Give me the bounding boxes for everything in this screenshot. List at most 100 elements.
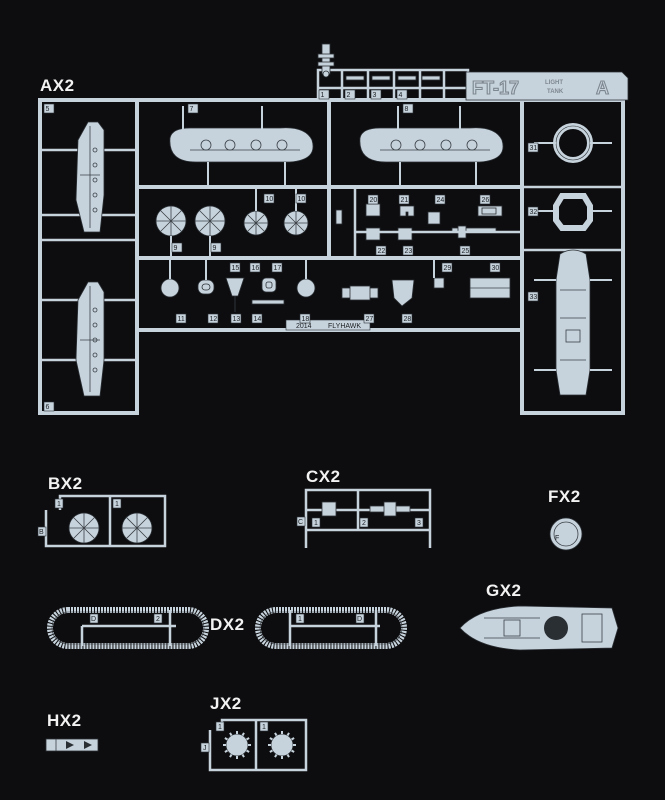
- part-number: 9: [213, 245, 217, 252]
- part-tag-box: [459, 245, 471, 256]
- part-tag-box: [251, 313, 263, 324]
- part-tag-box: [434, 194, 446, 205]
- f-part-letter: F: [555, 535, 559, 542]
- part-tag-box: [171, 242, 183, 253]
- part-number: 24: [437, 197, 445, 204]
- part-tag-box: [43, 401, 55, 412]
- part-tag-box: [295, 193, 307, 204]
- part-number: 2: [347, 92, 351, 99]
- badge-sub2: TANK: [547, 89, 564, 95]
- part-tag-box: [344, 89, 356, 100]
- sprocket-tooth: [246, 749, 250, 753]
- d-part-1: 1: [298, 616, 302, 623]
- d-letter-left: D: [91, 616, 96, 623]
- badge-title: FT-17: [472, 78, 519, 98]
- part-number: 3: [373, 92, 377, 99]
- part-number: 17: [274, 265, 282, 272]
- part-number: 16: [252, 265, 260, 272]
- part-tag-box: [187, 103, 199, 114]
- part-tag-box: [210, 242, 222, 253]
- part-wheels-9-10: [155, 205, 309, 237]
- engraving-maker: FLYHAWK: [328, 323, 361, 330]
- part-tag-box: [401, 313, 413, 324]
- part-tag-box: [363, 313, 375, 324]
- sprocket-tooth: [291, 749, 295, 753]
- part-tag-box: [263, 193, 275, 204]
- part-number: 29: [444, 265, 452, 272]
- wheel-spokes-b: [69, 513, 152, 543]
- part-number: 15: [232, 265, 240, 272]
- part-number: 14: [254, 316, 262, 323]
- part-tag-box: [402, 103, 414, 114]
- frame-letter-b: B: [39, 529, 44, 536]
- part-number: 10: [298, 196, 306, 203]
- part-tag-box: [402, 245, 414, 256]
- part-tag-box: [207, 313, 219, 324]
- part-number: 30: [492, 265, 500, 272]
- part-number: 1: [321, 92, 325, 99]
- sprocket-tooth: [291, 737, 295, 741]
- sprue-label-fx2: FX2: [548, 487, 581, 506]
- part-cluster-11-30: [160, 277, 511, 312]
- sprue-c: C 1 2 3: [296, 488, 432, 548]
- badge-letter: A: [596, 78, 609, 98]
- part-tag-box: [229, 262, 241, 273]
- part-track-frame-8: [359, 127, 504, 163]
- j-part-1b: 1: [262, 724, 266, 731]
- part-number: 25: [462, 248, 470, 255]
- b-part-1b: 1: [115, 501, 119, 508]
- sprocket-tooth: [241, 754, 245, 758]
- sprue-label-cx2: CX2: [306, 467, 341, 486]
- sprocket-tooth: [241, 732, 245, 736]
- parts-1-4: [317, 43, 441, 81]
- sprue-b: B 1 1: [37, 494, 167, 548]
- part-tag-box: [489, 262, 501, 273]
- d-part-2: 2: [156, 616, 160, 623]
- j-part-1a: 1: [218, 724, 222, 731]
- part-tag-box: [249, 262, 261, 273]
- part-tag-box: [398, 194, 410, 205]
- sprue-label-dx2: DX2: [210, 615, 245, 634]
- sprocket-tooth: [229, 732, 233, 736]
- sprocket-tooth: [229, 754, 233, 758]
- part-tag-box: [370, 89, 382, 100]
- part-tag-box: [441, 262, 453, 273]
- frame-letter-j: J: [203, 745, 207, 752]
- sprue-label-hx2: HX2: [47, 711, 82, 730]
- sprue-label-ax2: AX2: [40, 76, 75, 95]
- sprue-f: F: [549, 517, 583, 551]
- part-number: 12: [210, 316, 218, 323]
- part-number: 18: [302, 316, 310, 323]
- sprocket-teeth-j: [223, 731, 296, 759]
- part-number: 8: [405, 106, 409, 113]
- badge-sub1: LIGHT: [545, 80, 563, 86]
- sprocket-tooth: [269, 749, 273, 753]
- sprocket-tooth: [224, 737, 228, 741]
- part-track-frame-7: [169, 127, 314, 163]
- part-number: 21: [401, 197, 409, 204]
- part-tag-box: [375, 245, 387, 256]
- part-side-panel-lower: [75, 281, 105, 397]
- part-number: 26: [482, 197, 490, 204]
- part-number: 23: [405, 248, 413, 255]
- part-number: 31: [530, 145, 538, 152]
- part-number: 20: [370, 197, 378, 204]
- part-number: 11: [178, 316, 185, 323]
- part-tag-box: [230, 313, 242, 324]
- engraving-year: 2014: [296, 323, 312, 330]
- sprocket-tooth: [286, 732, 290, 736]
- part-number: 28: [404, 316, 412, 323]
- c-part-1: 1: [314, 520, 318, 527]
- part-number: 22: [378, 248, 386, 255]
- part-number: 7: [190, 106, 194, 113]
- b-part-1a: 1: [57, 501, 61, 508]
- sprocket-tooth: [274, 754, 278, 758]
- frame-letter-c: C: [298, 519, 303, 526]
- sprue-d: D 2 1 D: [47, 607, 407, 649]
- part-tag-box: [479, 194, 491, 205]
- sprue-a: FT-17 LIGHT TANK A: [38, 43, 629, 415]
- part-side-panel-upper: [75, 121, 105, 233]
- part-number: 4: [399, 92, 403, 99]
- sprocket-tooth: [286, 754, 290, 758]
